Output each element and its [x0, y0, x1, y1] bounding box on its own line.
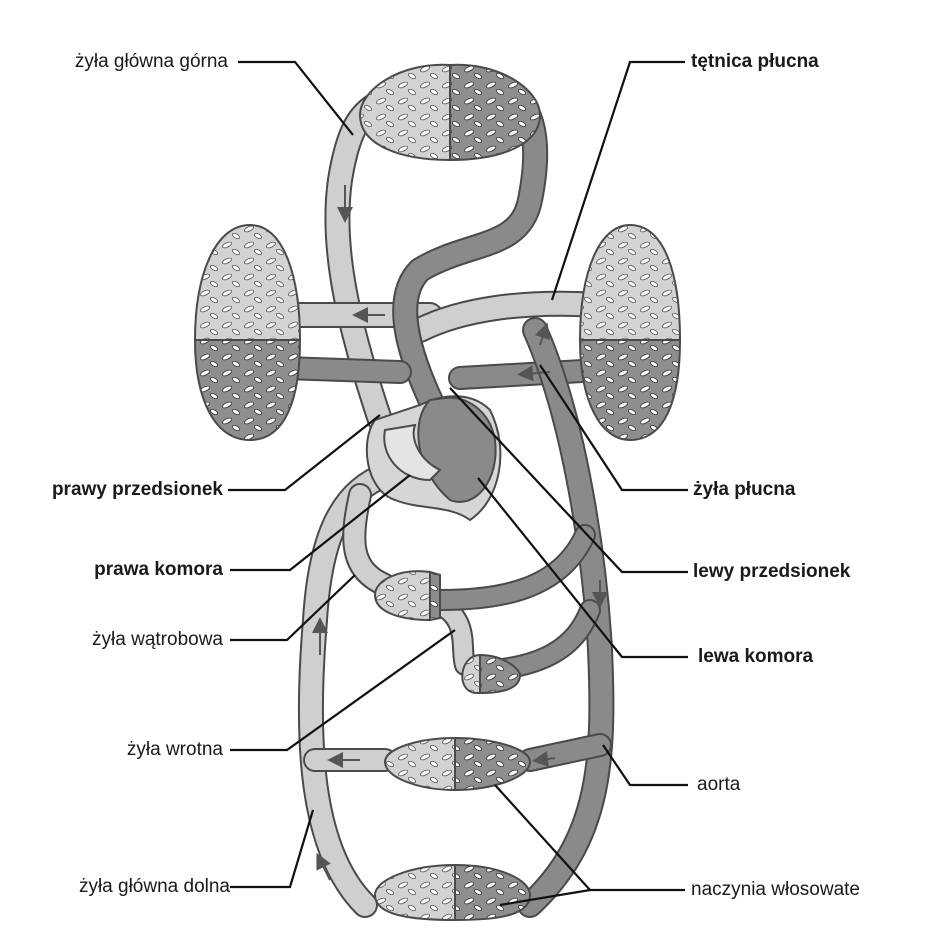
label-aorta: aorta [697, 774, 741, 795]
label-hepatic-vein: żyła wątrobowa [92, 629, 223, 650]
label-superior-vena-cava: żyła główna górna [74, 51, 228, 72]
label-capillaries: naczynia włosowate [691, 879, 860, 900]
leader-right-ventricle [230, 474, 411, 572]
leader-pulmonary-vein [539, 364, 688, 492]
flow-arrows [312, 185, 608, 881]
heart [365, 395, 502, 522]
left-lung-capillaries [193, 223, 302, 442]
leader-superior-vena-cava [238, 60, 354, 136]
label-pulmonary-artery: tętnica płucna [691, 51, 819, 72]
label-inferior-vena-cava: żyła główna dolna [78, 876, 230, 897]
leader-pulmonary-artery [550, 60, 685, 301]
leader-portal-vein [230, 629, 456, 752]
leader-right-atrium [228, 414, 381, 492]
abdomen-capillaries [383, 736, 532, 792]
leader-lines [228, 60, 688, 907]
right-lung-capillaries [578, 223, 682, 442]
lower-body-capillaries [373, 863, 532, 922]
leader-left-atrium [449, 387, 688, 574]
label-portal-vein: żyła wrotna [126, 739, 223, 760]
leader-capillaries-b [499, 888, 591, 907]
label-pulmonary-vein: żyła płucna [693, 479, 796, 500]
leader-left-ventricle [477, 477, 688, 659]
label-right-atrium: prawy przedsionek [51, 479, 223, 500]
label-right-ventricle: prawa komora [94, 559, 223, 580]
leader-hepatic-vein [230, 574, 356, 642]
gut-capillaries [461, 653, 522, 695]
label-left-atrium: lewy przedsionek [693, 561, 851, 582]
liver-capillaries [373, 570, 441, 622]
label-left-ventricle: lewa komora [698, 646, 814, 667]
leader-aorta [602, 744, 688, 787]
head-capillaries [358, 63, 542, 162]
leader-inferior-vena-cava [230, 809, 315, 889]
